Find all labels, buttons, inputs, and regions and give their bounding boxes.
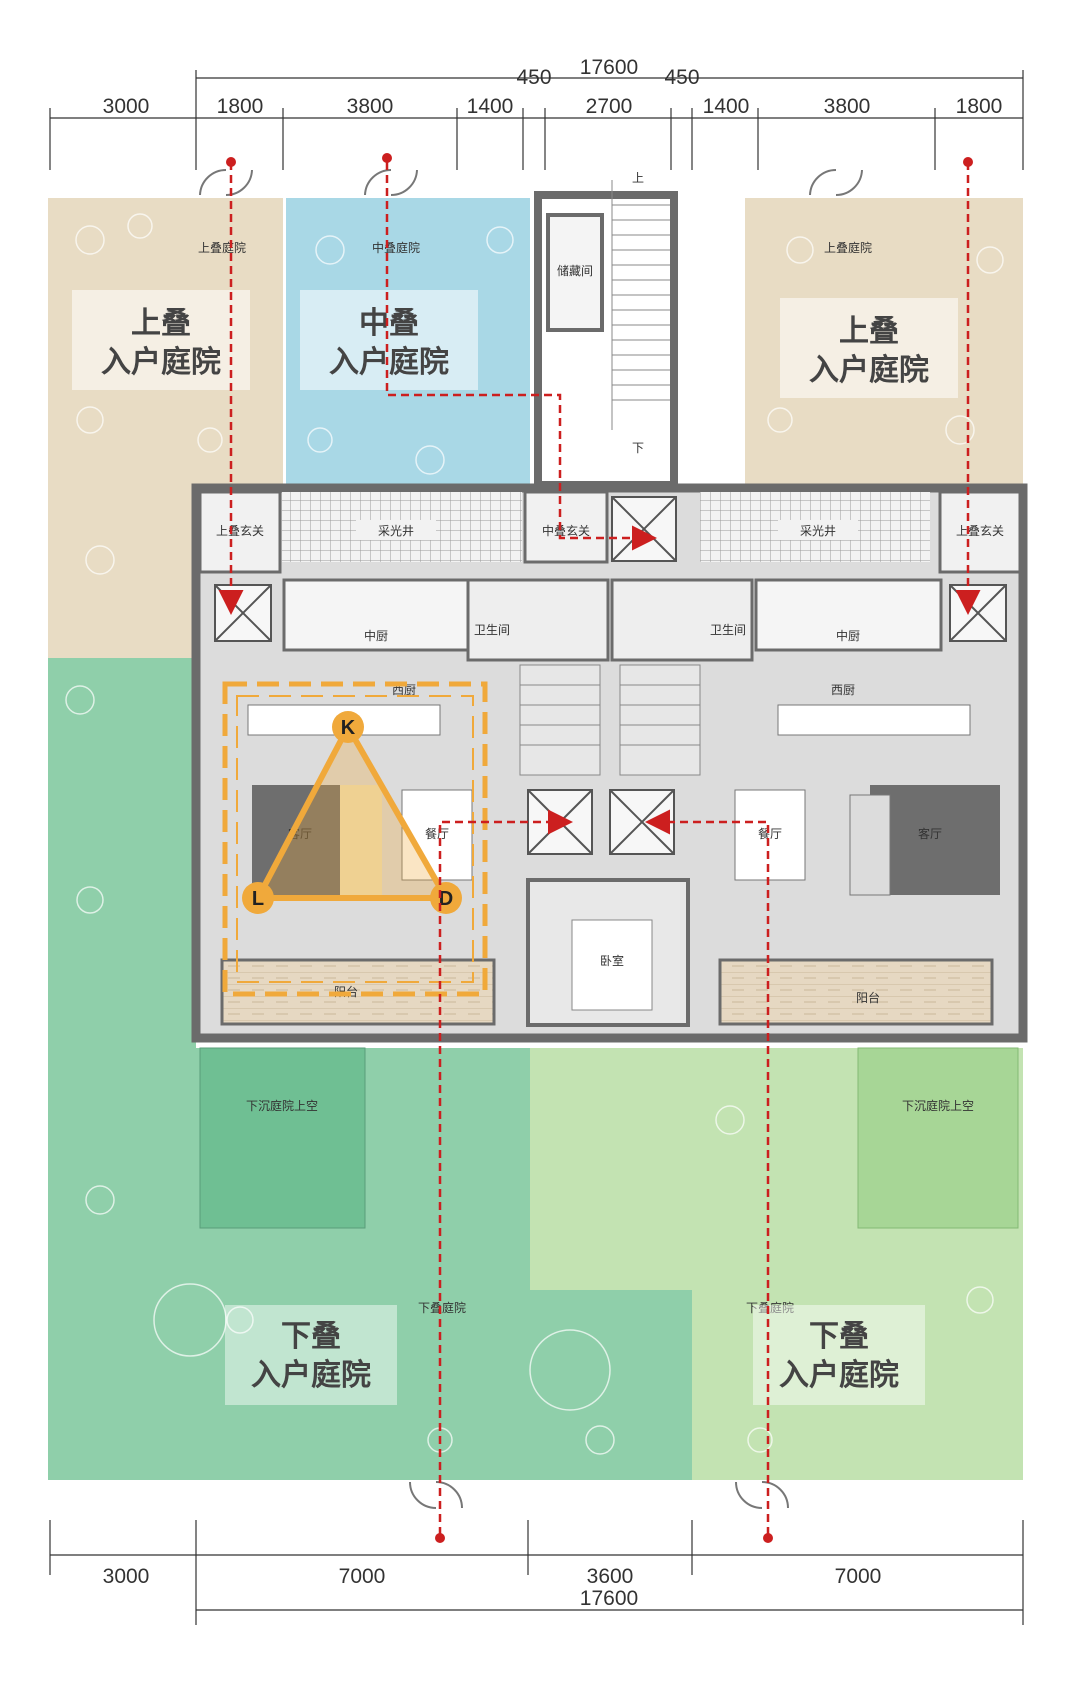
callout-bg-lower-right (753, 1305, 925, 1405)
dining-left-label: 餐厅 (425, 826, 449, 841)
storage-room (546, 213, 604, 332)
dim-top-segment: 3000 (103, 95, 150, 118)
callout-bg-upper-left (72, 290, 250, 390)
dim-top-segment: 1400 (467, 95, 514, 118)
callout-lower-right-line2: 入户庭院 (779, 1358, 899, 1393)
dim-bottom-segment: 3600 (587, 1565, 634, 1588)
lightwell-left-label-bg (356, 520, 436, 540)
sunken-right-label: 下沉庭院上空 (902, 1098, 974, 1113)
sofa-left (340, 785, 382, 895)
callout-upper-left-line2: 入户庭院 (101, 345, 221, 380)
stair-steps (611, 180, 670, 430)
kld-marker-l-label: L (252, 888, 264, 910)
dim-top-segment: 1800 (956, 95, 1003, 118)
kld-marker-l (242, 882, 274, 914)
foyer-upper-right (938, 490, 1022, 574)
dim-bottom-segment: 7000 (339, 1565, 386, 1588)
dim-top-segment: 1800 (217, 95, 264, 118)
living-right-label: 客厅 (918, 826, 942, 841)
dim-top-segment: 2700 (586, 95, 633, 118)
callout-lower-left-line2: 入户庭院 (251, 1358, 371, 1393)
bath-right-label: 卫生间 (710, 623, 746, 637)
kld-marker-k (332, 711, 364, 743)
dim-top-segment: 1400 (703, 95, 750, 118)
balcony-right (718, 958, 994, 1026)
lightwell-left-label: 采光井 (378, 524, 414, 538)
callout-upper-right-line2: 入户庭院 (809, 353, 929, 388)
callout-bg-lower-left (225, 1305, 397, 1405)
kld-zone-outer (222, 681, 488, 997)
storage-label: 储藏间 (557, 263, 593, 278)
kitchen-right (754, 578, 943, 652)
entry-doors (199, 169, 863, 1509)
top-dimension-values: 3000 1800 3800 1400 2700 1400 3800 1800 (103, 95, 1003, 118)
stair-down-label: 下 (632, 441, 644, 455)
sofa-right (849, 794, 891, 896)
lightwell-right-label-bg (778, 520, 858, 540)
callout-middle-line1: 中叠 (359, 306, 419, 341)
callout-upper-right-line1: 上叠 (839, 314, 899, 349)
dining-table-right (734, 789, 806, 881)
dining-right-label: 餐厅 (758, 826, 782, 841)
callout-upper-left-line1: 上叠 (131, 306, 191, 341)
callout-lower-left-line1: 下叠 (281, 1319, 341, 1354)
kitchen-left (282, 578, 471, 652)
bottom-dimension-lines (49, 1520, 1024, 1625)
balcony-right-label: 阳台 (856, 990, 880, 1005)
dining-table-left (401, 789, 473, 881)
dim-bottom-total: 17600 (580, 1587, 638, 1610)
callout-lower-right-line1: 下叠 (809, 1319, 869, 1354)
kld-marker-d (430, 882, 462, 914)
dim-bottom-segment: 7000 (835, 1565, 882, 1588)
route-start-dots (226, 153, 973, 1543)
lower-left-yard (48, 658, 692, 1480)
dim-top-segment: 3800 (824, 95, 871, 118)
living-rug-right (870, 785, 1000, 895)
bath-left-label: 卫生间 (474, 623, 510, 637)
kitchen-right-label: 中厨 (836, 628, 860, 643)
kld-zone-inner (236, 695, 474, 983)
bedroom-label: 卧室 (600, 953, 624, 968)
bath-left (466, 578, 610, 662)
callout-middle-line2: 入户庭院 (329, 345, 449, 380)
bed (571, 919, 653, 1011)
dim-top-total: 17600 (580, 56, 638, 79)
kld-marker-d-label: D (439, 888, 453, 910)
central-stairs (519, 664, 701, 776)
dim-top-segment: 3800 (347, 95, 394, 118)
label-upper-left-yard: 上叠庭院 (198, 240, 246, 255)
sunken-court-right (857, 1047, 1019, 1229)
bath-right (610, 578, 754, 662)
foyer-upper-left (198, 490, 282, 574)
callout-bg-upper-right (780, 298, 958, 398)
sunken-court-left (199, 1047, 366, 1229)
western-kitchen-right-label: 西厨 (831, 683, 855, 697)
stair-up-label: 上 (632, 171, 644, 185)
label-lower-right-yard: 下叠庭院 (746, 1300, 794, 1315)
foyer-upper-right-label: 上叠玄关 (956, 523, 1004, 538)
dim-bottom-segment: 3000 (103, 1565, 150, 1588)
sunken-left-label: 下沉庭院上空 (246, 1098, 318, 1113)
label-lower-left-yard: 下叠庭院 (418, 1300, 466, 1315)
dim-top-gap-left: 450 (516, 66, 551, 89)
dim-top-gap-right: 450 (664, 66, 699, 89)
lightwell-right-label: 采光井 (800, 524, 836, 538)
kld-marker-k-label: K (341, 717, 356, 739)
foyer-middle-label: 中叠玄关 (542, 523, 590, 538)
top-dimension-lines (49, 70, 1024, 170)
entry-routes (218, 162, 981, 1535)
island-right (777, 704, 971, 736)
label-middle-yard: 中叠庭院 (372, 240, 420, 255)
label-upper-right-yard: 上叠庭院 (824, 240, 872, 255)
callout-bg-middle (300, 290, 478, 390)
foyer-middle (523, 490, 609, 564)
foyer-upper-left-label: 上叠玄关 (216, 523, 264, 538)
kitchen-left-label: 中厨 (364, 628, 388, 643)
kld-triangle (253, 720, 452, 901)
